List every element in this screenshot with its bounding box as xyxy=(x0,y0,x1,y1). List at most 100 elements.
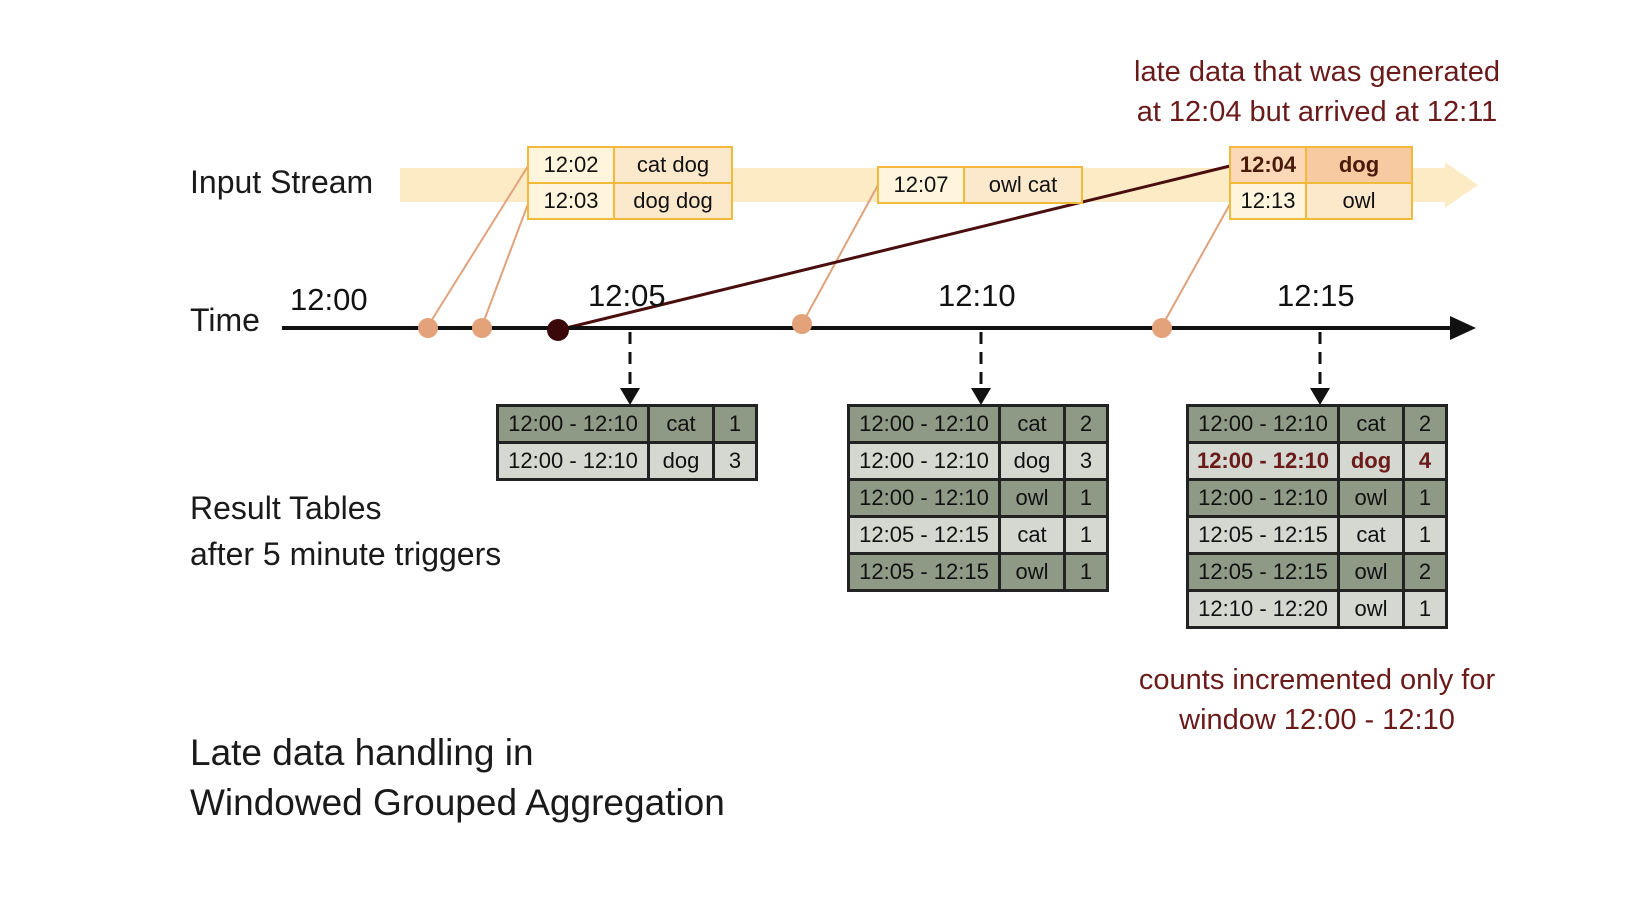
input-event-row: 12:03 dog dog xyxy=(527,182,733,220)
time-axis-arrowhead xyxy=(1450,316,1476,340)
result-row: 12:00 - 12:10 dog 3 xyxy=(847,441,1109,481)
word-cell: cat xyxy=(998,404,1066,444)
title-line1: Late data handling in xyxy=(190,732,534,773)
result-row-updated: 12:00 - 12:10 dog 4 xyxy=(1186,441,1448,481)
window-cell: 12:05 - 12:15 xyxy=(847,515,1001,555)
count-cell: 1 xyxy=(1063,515,1109,555)
event-time-cell: 12:04 xyxy=(1229,146,1307,184)
input-event-box-1: 12:02 cat dog 12:03 dog dog xyxy=(527,146,733,220)
count-cell: 3 xyxy=(712,441,758,481)
result-table-1210: 12:00 - 12:10 cat 2 12:00 - 12:10 dog 3 … xyxy=(847,404,1109,592)
event-words-cell: dog xyxy=(1305,146,1413,184)
result-row: 12:05 - 12:15 owl 2 xyxy=(1186,552,1448,592)
window-cell: 12:00 - 12:10 xyxy=(847,441,1001,481)
event-words-cell: owl xyxy=(1305,182,1413,220)
counts-note-line1: counts incremented only for xyxy=(1138,664,1496,696)
connector-1202 xyxy=(427,165,529,327)
event-words-cell: owl cat xyxy=(963,166,1083,204)
count-cell: 2 xyxy=(1402,404,1448,444)
event-dot-1213 xyxy=(1152,318,1172,338)
word-cell: cat xyxy=(647,404,715,444)
late-data-note-line2: at 12:04 but arrived at 12:11 xyxy=(1136,96,1498,128)
word-cell: cat xyxy=(1337,515,1405,555)
result-row: 12:00 - 12:10 cat 2 xyxy=(847,404,1109,444)
word-cell: owl xyxy=(1337,478,1405,518)
late-data-note: late data that was generated at 12:04 bu… xyxy=(1108,52,1526,132)
tick-label-1200: 12:00 xyxy=(290,282,368,317)
input-stream-label: Input Stream xyxy=(190,164,374,200)
late-input-event-row: 12:04 dog xyxy=(1229,146,1413,184)
count-cell: 1 xyxy=(1402,589,1448,629)
connector-1203 xyxy=(481,203,529,327)
counts-note-line2: window 12:00 - 12:10 xyxy=(1179,704,1455,736)
result-row: 12:10 - 12:20 owl 1 xyxy=(1186,589,1448,629)
word-cell: owl xyxy=(998,478,1066,518)
count-cell: 4 xyxy=(1402,441,1448,481)
window-cell: 12:00 - 12:10 xyxy=(496,404,650,444)
window-cell: 12:00 - 12:10 xyxy=(1186,441,1340,481)
input-event-box-2: 12:07 owl cat xyxy=(877,166,1083,204)
result-tables-label-line2: after 5 minute triggers xyxy=(190,536,502,572)
result-table-1215: 12:00 - 12:10 cat 2 12:00 - 12:10 dog 4 … xyxy=(1186,404,1448,629)
window-cell: 12:00 - 12:10 xyxy=(496,441,650,481)
trigger-arrowhead-1215 xyxy=(1310,388,1330,405)
word-cell: owl xyxy=(998,552,1066,592)
time-label: Time xyxy=(190,302,260,338)
tick-label-1215: 12:15 xyxy=(1277,278,1355,313)
event-dot-1207 xyxy=(792,314,812,334)
count-cell: 2 xyxy=(1402,552,1448,592)
result-row: 12:00 - 12:10 cat 1 xyxy=(496,404,758,444)
event-dot-1202 xyxy=(418,318,438,338)
word-cell: cat xyxy=(1337,404,1405,444)
count-cell: 1 xyxy=(712,404,758,444)
window-cell: 12:05 - 12:15 xyxy=(1186,515,1340,555)
event-words-cell: dog dog xyxy=(613,182,733,220)
tick-label-1210: 12:10 xyxy=(938,278,1016,313)
word-cell: dog xyxy=(647,441,715,481)
input-event-row: 12:07 owl cat xyxy=(877,166,1083,204)
event-time-cell: 12:03 xyxy=(527,182,615,220)
connector-1213 xyxy=(1161,203,1231,327)
result-row: 12:00 - 12:10 owl 1 xyxy=(847,478,1109,518)
event-dot-1203 xyxy=(472,318,492,338)
input-event-row: 12:13 owl xyxy=(1229,182,1413,220)
count-cell: 1 xyxy=(1063,552,1109,592)
late-connector-1204 xyxy=(557,164,1231,332)
event-time-cell: 12:02 xyxy=(527,146,615,184)
word-cell: cat xyxy=(998,515,1066,555)
input-event-box-3: 12:04 dog 12:13 owl xyxy=(1229,146,1413,220)
input-event-row: 12:02 cat dog xyxy=(527,146,733,184)
result-row: 12:05 - 12:15 owl 1 xyxy=(847,552,1109,592)
word-cell: owl xyxy=(1337,552,1405,592)
counts-note: counts incremented only for window 12:00… xyxy=(1108,660,1526,740)
word-cell: dog xyxy=(1337,441,1405,481)
event-words-cell: cat dog xyxy=(613,146,733,184)
word-cell: dog xyxy=(998,441,1066,481)
result-row: 12:05 - 12:15 cat 1 xyxy=(1186,515,1448,555)
result-row: 12:00 - 12:10 cat 2 xyxy=(1186,404,1448,444)
window-cell: 12:10 - 12:20 xyxy=(1186,589,1340,629)
event-time-cell: 12:07 xyxy=(877,166,965,204)
window-cell: 12:00 - 12:10 xyxy=(1186,404,1340,444)
connector-1207 xyxy=(801,184,879,325)
trigger-arrowhead-1205 xyxy=(620,388,640,405)
result-tables-label-line1: Result Tables xyxy=(190,490,382,526)
window-cell: 12:05 - 12:15 xyxy=(847,552,1001,592)
late-data-note-line1: late data that was generated xyxy=(1134,56,1500,88)
window-cell: 12:05 - 12:15 xyxy=(1186,552,1340,592)
event-time-cell: 12:13 xyxy=(1229,182,1307,220)
tick-label-1205: 12:05 xyxy=(588,278,666,313)
count-cell: 1 xyxy=(1063,478,1109,518)
result-table-1205: 12:00 - 12:10 cat 1 12:00 - 12:10 dog 3 xyxy=(496,404,758,481)
event-dot-1204-late xyxy=(547,319,569,341)
window-cell: 12:00 - 12:10 xyxy=(1186,478,1340,518)
count-cell: 3 xyxy=(1063,441,1109,481)
title-line2: Windowed Grouped Aggregation xyxy=(190,782,725,823)
result-row: 12:00 - 12:10 owl 1 xyxy=(1186,478,1448,518)
result-row: 12:00 - 12:10 dog 3 xyxy=(496,441,758,481)
count-cell: 1 xyxy=(1402,478,1448,518)
window-cell: 12:00 - 12:10 xyxy=(847,478,1001,518)
window-cell: 12:00 - 12:10 xyxy=(847,404,1001,444)
result-row: 12:05 - 12:15 cat 1 xyxy=(847,515,1109,555)
count-cell: 1 xyxy=(1402,515,1448,555)
